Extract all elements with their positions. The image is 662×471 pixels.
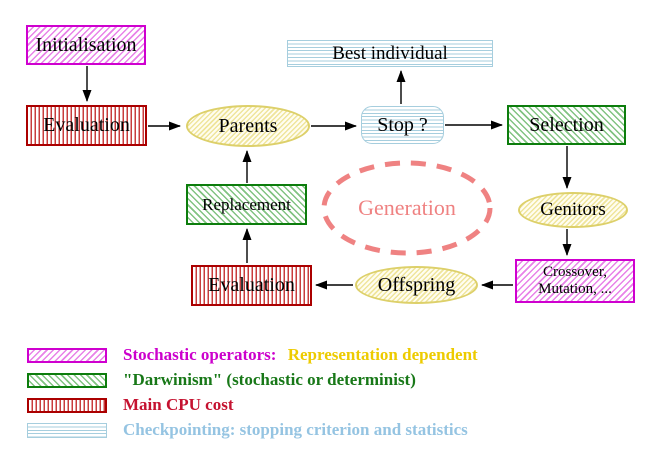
node-selection-label: Selection <box>529 113 604 136</box>
node-replacement: Replacement <box>186 184 307 225</box>
node-offspring: Offspring <box>355 266 478 304</box>
node-parents-label: Parents <box>218 114 278 137</box>
legend-row-darwinism: "Darwinism" (stochastic or determinist) <box>27 370 478 390</box>
node-initialisation: Initialisation <box>26 25 146 65</box>
legend-row-cpu-cost: Main CPU cost <box>27 395 478 415</box>
legend-row-stochastic: Stochastic operators: Representation dep… <box>27 345 478 365</box>
legend-row-checkpointing: Checkpointing: stopping criterion and st… <box>27 420 478 440</box>
legend-swatch-magenta-hatch <box>27 347 107 363</box>
node-stop: Stop ? <box>361 106 444 144</box>
node-genitors: Genitors <box>518 192 628 228</box>
node-stop-label: Stop ? <box>377 113 428 136</box>
legend-label-stochastic: Stochastic operators: Representation dep… <box>123 345 478 365</box>
node-evaluation-top: Evaluation <box>26 105 147 146</box>
node-crossover-mutation: Crossover, Mutation, ... <box>515 259 635 303</box>
node-evaluation-bottom-label: Evaluation <box>208 274 295 296</box>
node-crossover-line1: Crossover, <box>543 264 607 280</box>
arrows <box>82 66 572 290</box>
legend-text-stochastic-operators: Stochastic operators: <box>123 345 277 364</box>
legend-text-cpu-cost: Main CPU cost <box>123 395 234 414</box>
legend-swatch-green-hatch <box>27 372 107 388</box>
generation-label: Generation <box>358 195 456 220</box>
node-parents: Parents <box>186 105 310 147</box>
legend-text-darwinism: "Darwinism" (stochastic or determinist) <box>123 370 416 389</box>
node-best-individual: Best individual <box>287 40 493 67</box>
legend-swatch-cyan-stripes <box>27 422 107 438</box>
node-selection: Selection <box>507 105 626 145</box>
node-offspring-label: Offspring <box>377 273 456 296</box>
node-replacement-label: Replacement <box>202 194 291 214</box>
legend-text-checkpointing: Checkpointing: stopping criterion and st… <box>123 420 468 439</box>
node-evaluation-bottom: Evaluation <box>191 265 312 306</box>
node-best-individual-label: Best individual <box>332 42 448 64</box>
node-evaluation-top-label: Evaluation <box>43 114 130 136</box>
node-initialisation-label: Initialisation <box>35 33 137 56</box>
node-genitors-label: Genitors <box>540 199 606 220</box>
legend: Stochastic operators: Representation dep… <box>27 345 478 440</box>
node-crossover-line2: Mutation, ... <box>538 281 612 297</box>
legend-text-representation-dependent: Representation dependent <box>287 345 478 364</box>
legend-swatch-red-stripes <box>27 397 107 413</box>
